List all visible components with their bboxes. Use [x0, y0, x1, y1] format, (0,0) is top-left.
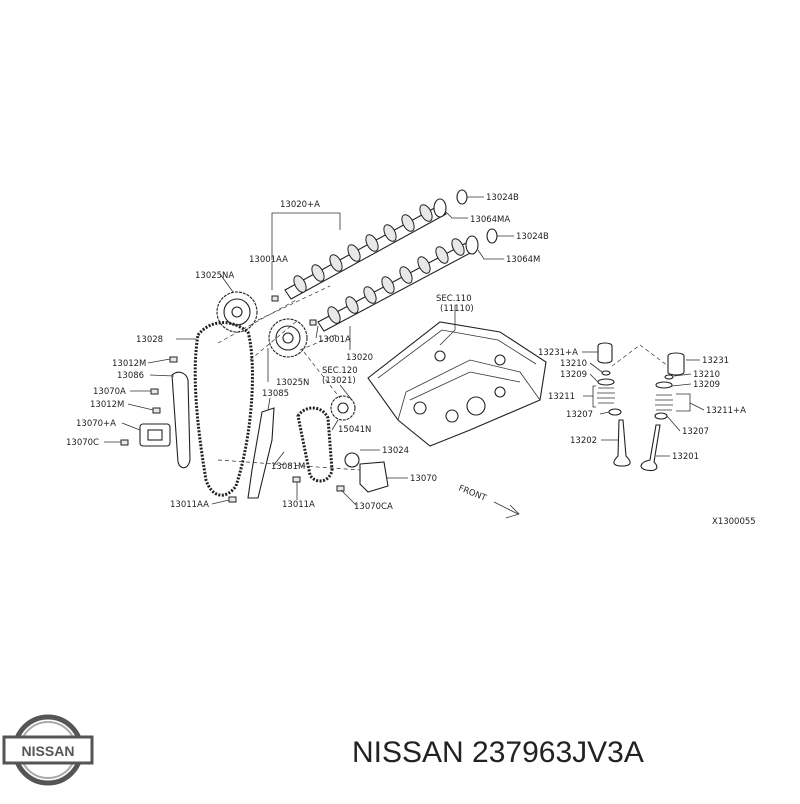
label-13209-left: 13209 — [560, 370, 587, 380]
label-13020: 13020 — [346, 353, 373, 363]
label-13064ma: 13064MA — [470, 215, 510, 225]
label-13070ca: 13070CA — [354, 502, 393, 512]
label-13025n: 13025N — [276, 378, 309, 388]
label-13202: 13202 — [570, 436, 597, 446]
label-13209-right: 13209 — [693, 380, 720, 390]
front-arrow — [493, 501, 520, 519]
crank-sprocket — [330, 395, 360, 468]
chain-guide-13086 — [171, 371, 191, 469]
label-13020-a: 13020+A — [280, 200, 320, 210]
label-13207-left: 13207 — [566, 410, 593, 420]
label-13028: 13028 — [136, 335, 163, 345]
label-front: FRONT — [457, 484, 488, 504]
chain-guide-13085 — [247, 407, 275, 499]
cam-plug-13024b-top — [433, 189, 468, 218]
label-sec120: SEC.120 — [322, 366, 358, 376]
label-13070c: 13070C — [66, 438, 99, 448]
label-13024b-top: 13024B — [486, 193, 519, 203]
valve-assembly-right — [640, 352, 685, 472]
label-13210-right: 13210 — [693, 370, 720, 380]
label-13011a: 13011A — [282, 500, 315, 510]
camshaft-lower — [317, 238, 475, 332]
label-13001aa: 13001AA — [249, 255, 288, 265]
label-13064m: 13064M — [506, 255, 540, 265]
label-13025na: 13025NA — [195, 271, 234, 281]
label-13011aa: 13011AA — [170, 500, 209, 510]
leader-lines — [104, 196, 705, 506]
valve-assembly-left — [597, 342, 631, 467]
callout-labels: 13020+A 13024B 13064MA 13024B 13064M 130… — [66, 193, 756, 527]
label-13070a: 13070A — [93, 387, 126, 397]
label-13024: 13024 — [382, 446, 409, 456]
logo-text: NISSAN — [22, 743, 75, 759]
label-13070: 13070 — [410, 474, 437, 484]
camshaft-upper — [284, 204, 447, 300]
label-13070-a: 13070+A — [76, 419, 116, 429]
label-13210-left: 13210 — [560, 359, 587, 369]
label-13012m-b: 13012M — [90, 400, 124, 410]
part-number-title: NISSAN 237963JV3A — [352, 736, 644, 769]
label-13024b-mid: 13024B — [516, 232, 549, 242]
label-13201: 13201 — [672, 452, 699, 462]
sprocket-13025n — [268, 318, 308, 358]
label-15041n: 15041N — [338, 425, 371, 435]
bolts — [120, 295, 345, 503]
cylinder-head — [367, 321, 547, 447]
label-13207-right: 13207 — [682, 427, 709, 437]
label-13211-a: 13211+A — [706, 406, 746, 416]
tensioner-13070 — [359, 461, 389, 493]
label-13231: 13231 — [702, 356, 729, 366]
tensioner-13070a — [139, 423, 171, 447]
cam-plug-13024b-mid — [465, 228, 498, 255]
label-sec110-code: (11110) — [440, 304, 474, 314]
label-13081m: 13081M — [271, 462, 305, 472]
label-sec110: SEC.110 — [436, 294, 472, 304]
label-13012m-a: 13012M — [112, 359, 146, 369]
label-sec120-code: (13021) — [322, 376, 356, 386]
timing-chain-secondary — [296, 406, 334, 483]
label-13086: 13086 — [117, 371, 144, 381]
timing-chain-13028 — [193, 321, 254, 497]
label-13231-a: 13231+A — [538, 348, 578, 358]
label-13085: 13085 — [262, 389, 289, 399]
label-reference-code: X1300055 — [712, 517, 756, 527]
label-13211: 13211 — [548, 392, 575, 402]
label-13001a: 13001A — [318, 335, 351, 345]
nissan-logo: NISSAN — [2, 714, 94, 786]
